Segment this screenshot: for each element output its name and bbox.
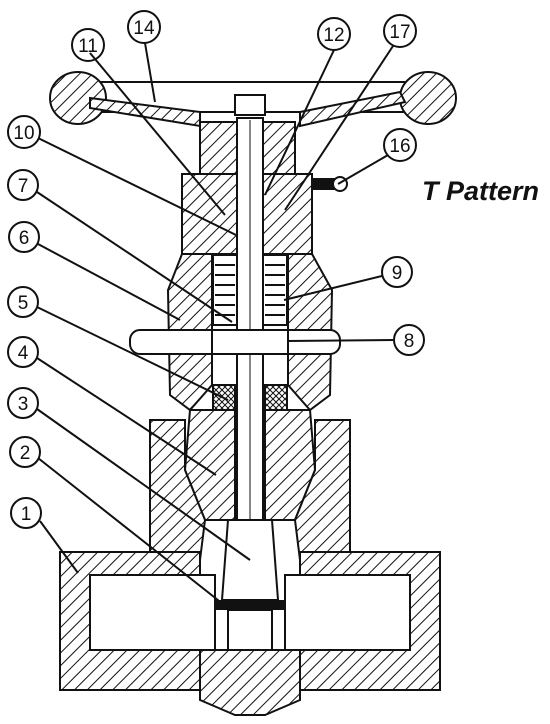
callout-17: 17 <box>383 14 417 48</box>
callout-8: 8 <box>393 324 425 356</box>
callout-11: 11 <box>71 28 105 62</box>
callout-6-label: 6 <box>19 228 30 249</box>
grease-fitting <box>312 176 348 192</box>
callout-14-label: 14 <box>133 18 155 39</box>
bushing <box>183 409 317 521</box>
callout-2-label: 2 <box>20 443 31 464</box>
callout-5: 5 <box>7 286 39 318</box>
callout-7: 7 <box>7 169 39 201</box>
callout-8-label: 8 <box>404 331 415 352</box>
bonnet-body <box>129 253 341 412</box>
callout-3-label: 3 <box>18 394 29 415</box>
valve-body <box>59 419 441 716</box>
callout-9: 9 <box>381 256 413 288</box>
callout-16-label: 16 <box>389 136 410 157</box>
callout-3: 3 <box>7 387 39 419</box>
callout-4-label: 4 <box>18 343 29 364</box>
callout-4: 4 <box>7 336 39 368</box>
callout-12-label: 12 <box>323 25 344 46</box>
callout-16: 16 <box>383 128 417 162</box>
gland-spring <box>212 254 288 326</box>
callout-2: 2 <box>9 436 41 468</box>
callout-17-label: 17 <box>389 22 410 43</box>
callout-7-label: 7 <box>18 176 29 197</box>
disc <box>215 519 285 651</box>
pattern-label: T Pattern <box>422 176 539 206</box>
callout-10: 10 <box>7 115 41 149</box>
callout-1-label: 1 <box>21 504 32 525</box>
callout-11-label: 11 <box>78 36 98 57</box>
leader-lines <box>36 42 394 609</box>
callout-9-label: 9 <box>392 263 403 284</box>
callout-1: 1 <box>10 497 42 529</box>
callout-6: 6 <box>8 221 40 253</box>
callout-10-label: 10 <box>13 123 34 144</box>
callout-14: 14 <box>127 10 161 44</box>
callout-12: 12 <box>317 17 351 51</box>
callout-5-label: 5 <box>18 293 29 314</box>
